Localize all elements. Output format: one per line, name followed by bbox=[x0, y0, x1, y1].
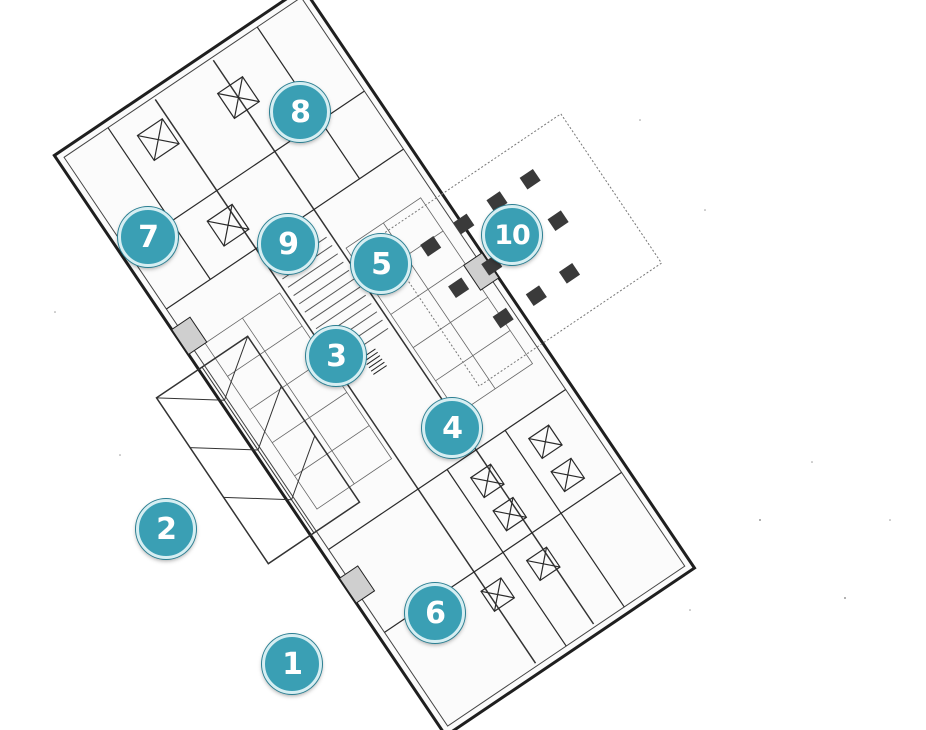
map-marker-3[interactable]: 3 bbox=[306, 326, 366, 386]
map-marker-10[interactable]: 10 bbox=[482, 205, 542, 265]
scan-speckle bbox=[54, 119, 891, 611]
map-marker-2[interactable]: 2 bbox=[136, 499, 196, 559]
map-marker-7[interactable]: 7 bbox=[118, 207, 178, 267]
map-marker-5[interactable]: 5 bbox=[351, 234, 411, 294]
map-marker-4[interactable]: 4 bbox=[422, 398, 482, 458]
annex-roof bbox=[155, 335, 361, 565]
main-building-wing bbox=[52, 0, 697, 730]
map-marker-9[interactable]: 9 bbox=[258, 214, 318, 274]
map-marker-6[interactable]: 6 bbox=[405, 583, 465, 643]
map-marker-1[interactable]: 1 bbox=[262, 634, 322, 694]
map-marker-8[interactable]: 8 bbox=[270, 82, 330, 142]
